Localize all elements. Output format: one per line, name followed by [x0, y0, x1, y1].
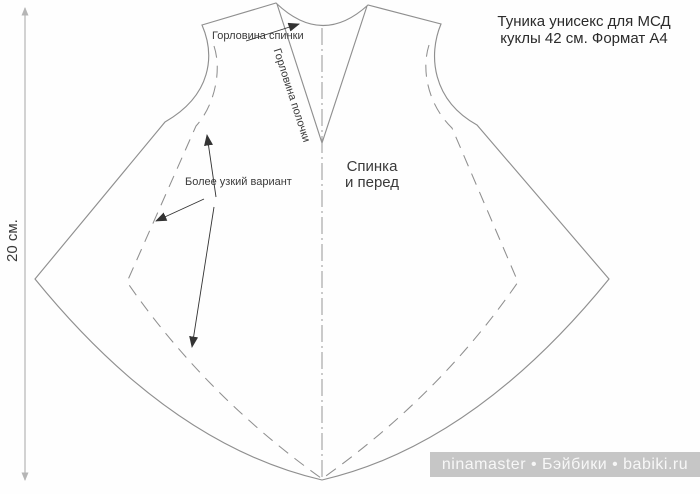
narrow-variant-arrow-up [204, 134, 217, 198]
pattern-outline [34, 2, 610, 481]
page-title-line1: Туника унисекс для МСД [497, 13, 671, 30]
back-neckline-arrow [245, 22, 300, 42]
page-title-line2: куклы 42 см. Формат А4 [500, 30, 668, 47]
dimension-label: 20 см. [4, 219, 21, 262]
narrow-variant-label: Более узкий вариант [185, 176, 292, 188]
narrow-variant-arrow-down [189, 206, 215, 348]
back-neckline-label: Горловина спинки [212, 30, 304, 42]
watermark: ninamaster • Бэйбики • babiki.ru [430, 452, 700, 477]
piece-name-line1: Спинка [346, 158, 398, 175]
piece-name-label: Спинка и перед [312, 159, 432, 191]
piece-name-line2: и перед [344, 174, 400, 191]
narrow-variant-left-line [126, 45, 322, 479]
narrow-variant-arrow-left [155, 198, 205, 222]
page-title: Туника унисекс для МСД куклы 42 см. Форм… [468, 13, 700, 47]
narrow-variant-right-line [322, 44, 519, 479]
